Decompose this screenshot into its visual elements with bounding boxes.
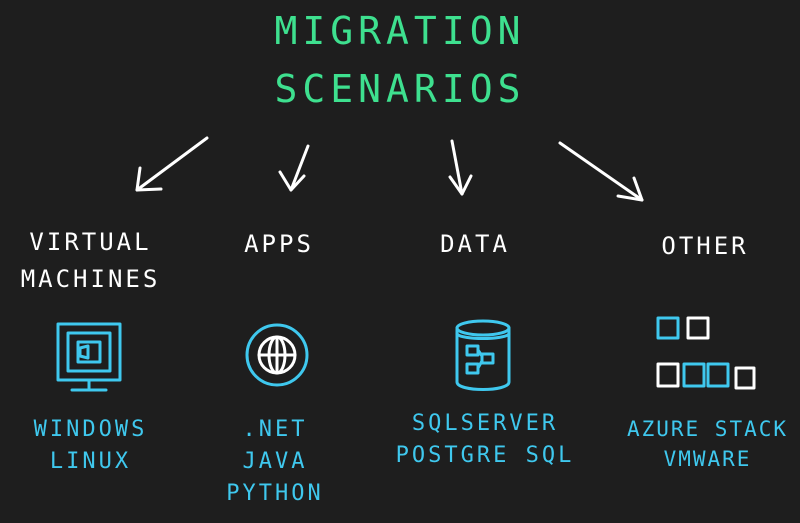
category-label: MACHINES	[20, 265, 161, 294]
item: JAVA	[242, 448, 308, 474]
category-apps: APPS	[224, 226, 334, 263]
arrow-to-virtual-machines	[135, 136, 209, 192]
item: SQLSERVER	[411, 411, 559, 436]
item: PYTHON	[226, 480, 324, 506]
item: LINUX	[49, 448, 132, 474]
items-data: SQLSERVER POSTGRE SQL	[385, 408, 585, 472]
diagram-title-line-2: SCENARIOS	[274, 67, 526, 111]
arrow-to-other	[558, 141, 644, 202]
database-icon	[455, 319, 511, 391]
item: WINDOWS	[33, 417, 148, 442]
globe-icon	[245, 323, 309, 387]
arrow-to-apps	[278, 144, 310, 192]
item: AZURE STACK	[626, 417, 789, 441]
items-virtual-machines: WINDOWS LINUX	[8, 414, 173, 478]
item: POSTGRE SQL	[395, 442, 575, 468]
blocks-icon	[656, 316, 756, 390]
items-other: AZURE STACK VMWARE	[615, 414, 800, 475]
category-virtual-machines: VIRTUAL MACHINES	[8, 224, 173, 298]
category-data: DATA	[420, 226, 530, 263]
virtual-machine-icon	[56, 322, 122, 392]
category-label: APPS	[244, 230, 314, 258]
items-apps: .NET JAVA PYTHON	[200, 414, 350, 510]
item: VMWARE	[663, 447, 752, 472]
category-label: OTHER	[661, 232, 749, 260]
category-label: VIRTUAL	[29, 228, 152, 256]
item: .NET	[242, 417, 308, 442]
diagram-title-line-1: MIGRATION	[274, 9, 526, 53]
category-other: OTHER	[640, 228, 770, 265]
category-label: DATA	[440, 230, 510, 258]
arrow-to-data	[448, 139, 473, 196]
